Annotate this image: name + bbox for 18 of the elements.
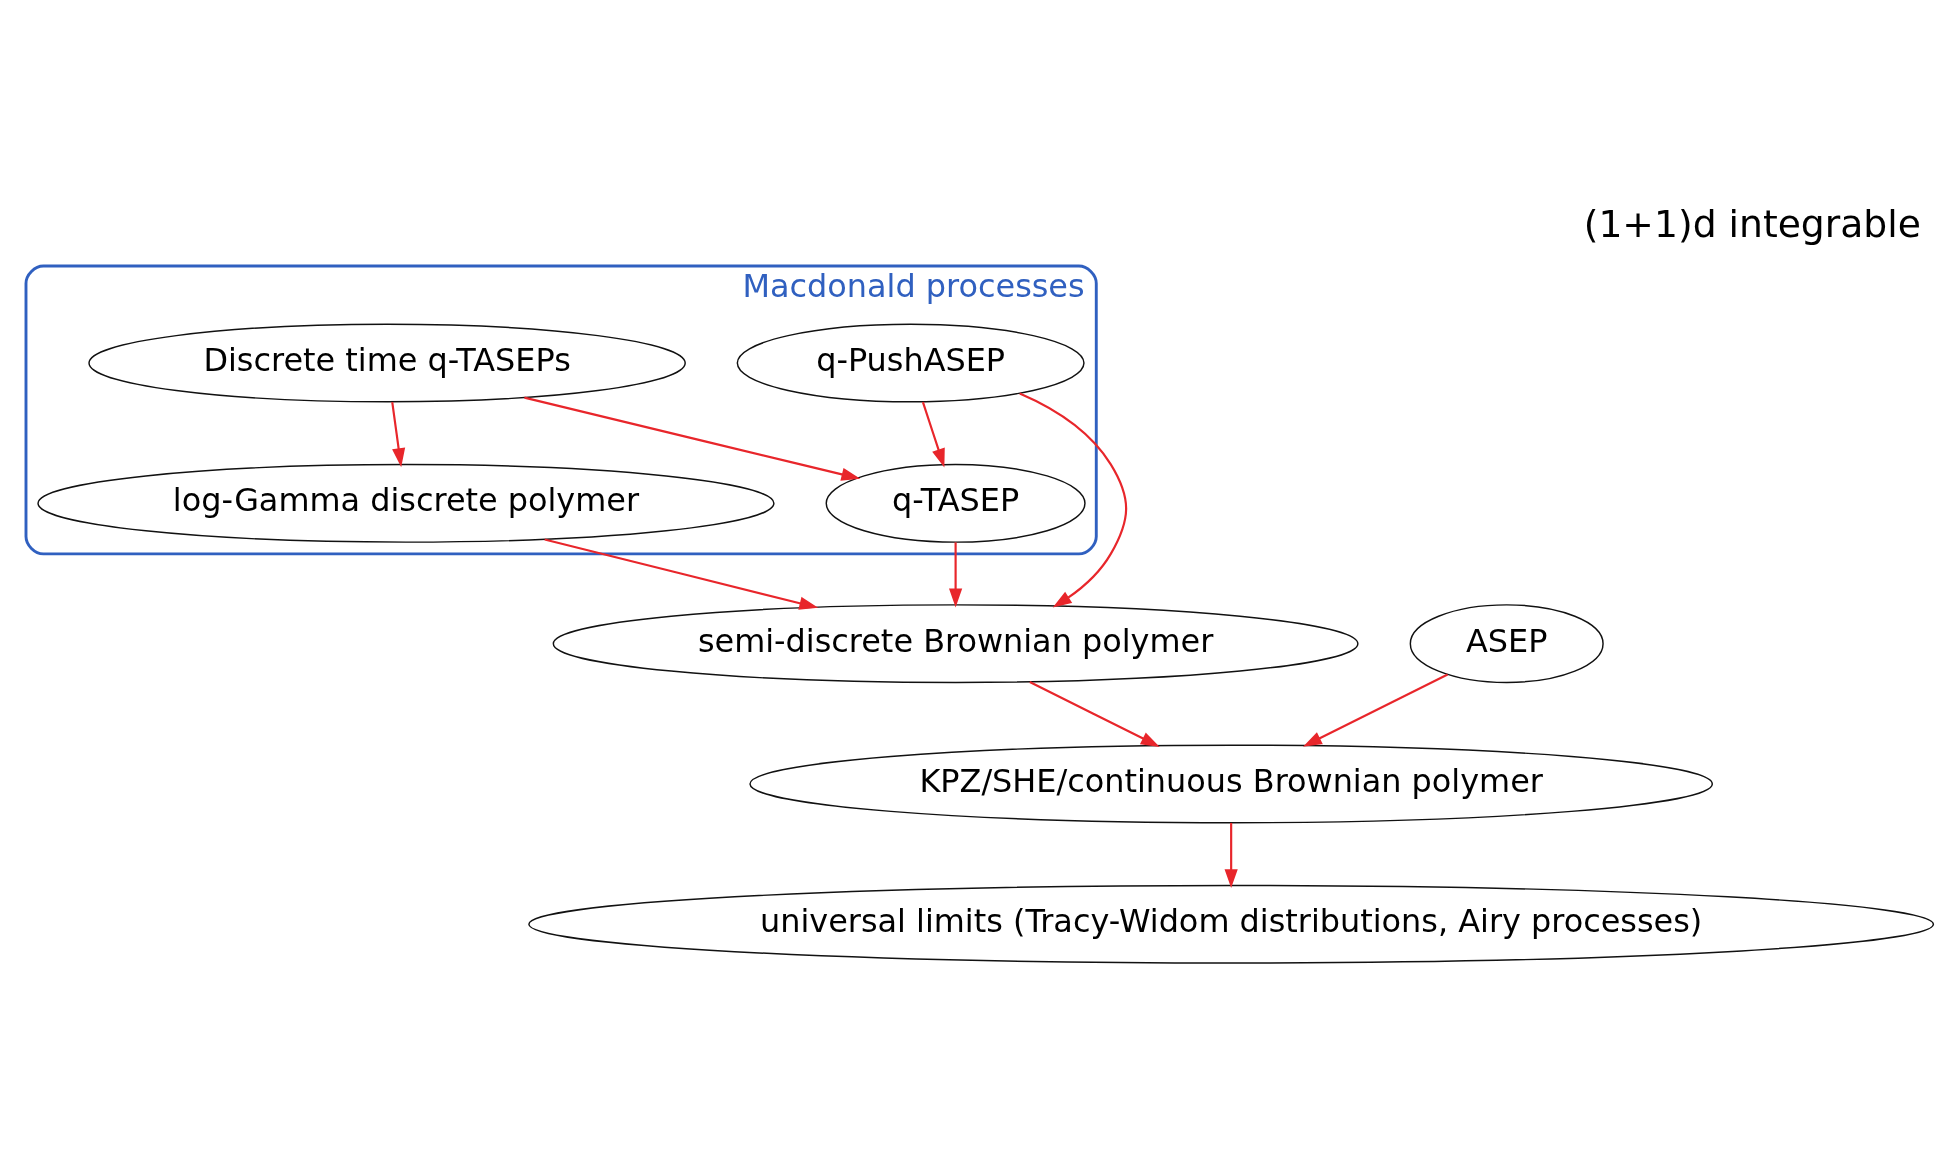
node-ellipse: universal limits (Tracy-Widom distributions, Airy processes) [528, 884, 1935, 964]
arrow [949, 542, 963, 608]
arrow [1302, 673, 1449, 747]
arrow [1224, 822, 1238, 889]
arrow [921, 401, 945, 468]
arrow [1029, 681, 1160, 747]
node-ellipse: Discrete time q-TASEPs [88, 323, 686, 403]
diagram-title: (1+1)d integrable [1583, 201, 1921, 246]
node-ellipse: q-PushASEP [736, 323, 1085, 403]
node-ellipse: KPZ/SHE/continuous Brownian polymer [749, 744, 1714, 824]
node-ellipse: log-Gamma discrete polymer [37, 463, 775, 543]
node-ellipse: semi-discrete Brownian polymer [552, 604, 1359, 684]
arrow [544, 538, 819, 610]
node-ellipse: ASEP [1409, 604, 1604, 684]
arrow [1019, 392, 1128, 608]
arrow [391, 401, 406, 468]
node-ellipse: q-TASEP [825, 463, 1086, 543]
arrow [524, 396, 861, 481]
